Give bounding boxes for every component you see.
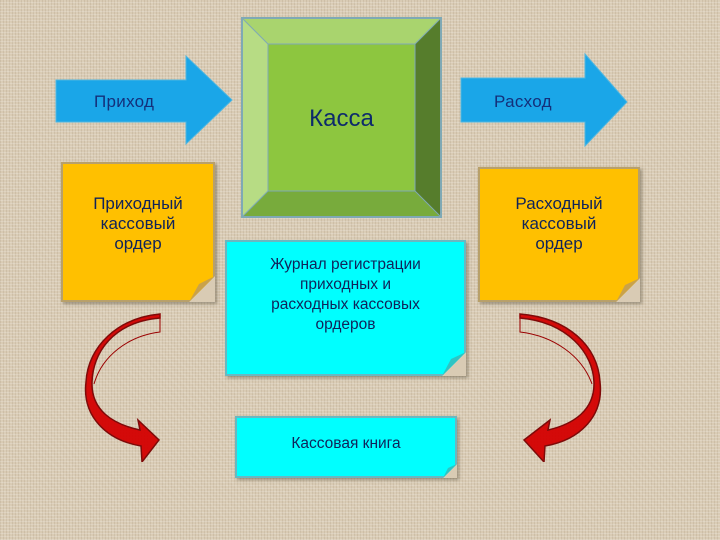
journal-line-1: Журнал регистрации xyxy=(270,256,421,273)
expense-arrow-label: Расход xyxy=(494,92,552,111)
expense-arrow: Расход xyxy=(459,52,631,148)
income-order-card: Приходный кассовый ордер xyxy=(61,162,215,302)
page-curl-icon xyxy=(189,276,215,302)
expense-order-line-1: Расходный xyxy=(515,194,603,213)
right-arrow-icon xyxy=(55,54,233,146)
journal-line-2: приходных и xyxy=(300,276,391,294)
right-curved-arrow xyxy=(514,312,604,464)
income-order-line-1: Приходный xyxy=(93,194,183,213)
journal-line-4: ордеров xyxy=(315,316,376,334)
journal-line-3: расходных кассовых xyxy=(271,296,420,314)
left-curved-arrow xyxy=(84,312,174,465)
journal-card: Журнал регистрации приходных и расходных… xyxy=(225,240,466,376)
income-arrow: Приход xyxy=(52,52,236,148)
right-arrow-icon xyxy=(460,52,628,148)
page-curl-icon xyxy=(442,352,466,376)
cash-desk-label: Касса xyxy=(309,105,374,132)
page-curl-icon xyxy=(616,278,640,302)
curved-arrow-down-left-icon xyxy=(519,313,602,464)
expense-order-line-3: ордер xyxy=(535,234,583,254)
cash-desk-box: Касса xyxy=(241,17,442,218)
income-order-line-2: кассовый xyxy=(100,214,176,234)
bevel-box-icon xyxy=(241,17,442,218)
page-curl-icon xyxy=(443,464,457,478)
expense-order-card: Расходный кассовый ордер xyxy=(478,167,640,302)
cash-book-label: Кассовая книга xyxy=(291,435,401,452)
expense-order-line-2: кассовый xyxy=(521,214,597,234)
income-order-line-3: ордер xyxy=(114,234,162,254)
income-arrow-label: Приход xyxy=(94,92,155,111)
curved-arrow-down-right-icon xyxy=(84,313,161,465)
cash-book-card: Кассовая книга xyxy=(235,416,457,478)
